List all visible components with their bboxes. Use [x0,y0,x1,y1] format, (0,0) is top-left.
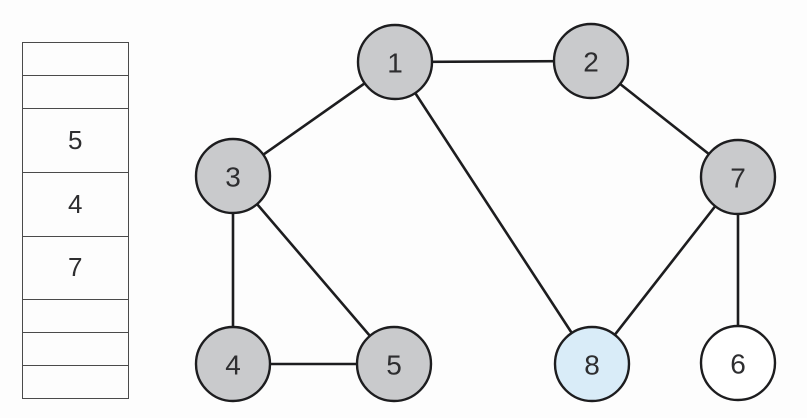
array-table: 5 4 7 [22,42,129,399]
graph-node-8: 8 [553,325,631,403]
graph-node-1: 1 [356,23,434,101]
graph-node-6: 6 [699,324,777,402]
graph-node-3: 3 [194,137,272,215]
array-cell [23,333,128,367]
graph-node-circle-7 [699,138,777,216]
graph-node-circle-1 [356,23,434,101]
graph-node-label-7: 7 [730,163,746,194]
graph-node-5: 5 [355,325,433,403]
graph-node-circle-4 [194,325,272,403]
graph-node-circle-3 [194,137,272,215]
graph-node-label-2: 2 [583,47,599,78]
graph-node-circle-2 [552,22,630,100]
graph-node-circle-6 [699,324,777,402]
graph-edge-7-8 [590,176,740,365]
array-cell [23,300,128,334]
array-cell: 4 [23,173,128,237]
graph-node-label-6: 6 [730,349,746,380]
array-cell: 7 [23,237,128,301]
array-cell [23,76,128,109]
array-cell: 5 [23,109,128,173]
graph-node-label-4: 4 [225,350,241,381]
graph-edge-1-8 [393,61,594,365]
graph-node-label-1: 1 [387,48,403,79]
graph-edge-3-5 [232,175,395,365]
array-cell [23,43,128,76]
graph-node-7: 7 [699,138,777,216]
graph-node-label-8: 8 [584,350,600,381]
graph-node-circle-5 [355,325,433,403]
graph-node-label-3: 3 [225,162,241,193]
graph-node-circle-8 [553,325,631,403]
graph-node-4: 4 [194,325,272,403]
graph-node-label-5: 5 [386,350,402,381]
graph-node-2: 2 [552,22,630,100]
